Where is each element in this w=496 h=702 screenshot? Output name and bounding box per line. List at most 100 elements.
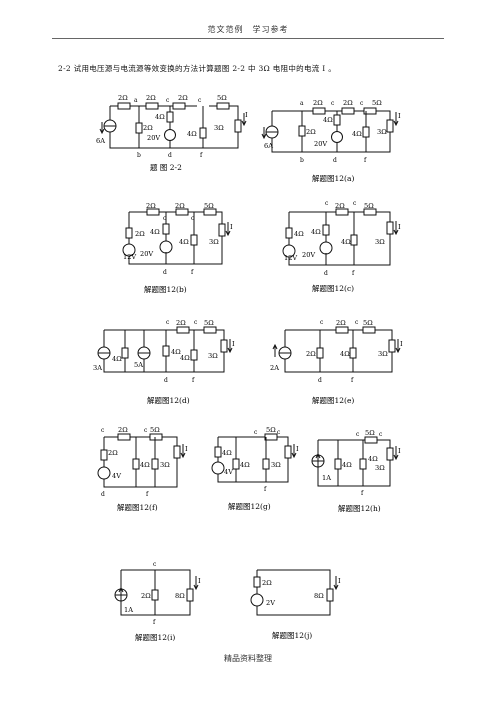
fig0-voltage-source [164,129,176,141]
fig3-node: d [324,270,328,277]
fig10-lbl: 8Ω [314,592,324,600]
fig10-lbl: 2Ω [262,579,272,587]
figure-solution-i: 2Ω 8Ω 1A I c f 解题图12(i) [114,561,201,642]
fig1-node: c [331,100,335,107]
fig3-lbl: 5Ω [364,202,374,210]
fig4-node: c [194,319,198,326]
fig2-node: d [163,269,167,276]
fig0-lbl: 2Ω [146,94,156,102]
fig6-lbl: I [185,445,188,453]
fig0-resistor-4 [216,102,230,110]
fig9-resistor-1 [151,589,159,601]
fig3-voltage-source-1 [282,244,296,258]
fig6-node: c [101,427,105,434]
fig5-lbl: 4Ω [340,350,350,358]
figure-solution-g: 5Ω 4Ω 4Ω 3Ω 4V I c c f 解题图12(g) [211,426,299,511]
fig0-lbl: 4Ω [155,113,165,121]
fig0-node: f [200,152,203,159]
fig0-lbl: 5Ω [217,94,227,102]
fig4-lbl: 4Ω [112,355,122,363]
fig8-lbl: 1A [322,474,331,482]
fig9-lbl: 2Ω [141,592,151,600]
fig7-node: c [277,429,281,436]
fig2-resistor-7 [218,223,226,237]
fig0-node: d [168,152,172,159]
fig4-node: c [166,319,170,326]
fig5-lbl: 2Ω [336,319,346,327]
fig0-resistor-3 [172,102,186,110]
page-header: 范文范例 学习参考 [207,25,289,34]
fig1-node: a [300,100,304,107]
fig0-resistor-8 [234,119,242,133]
fig2-lbl: 4Ω [150,228,160,236]
fig1-voltage-source [331,131,343,143]
figure-solution-f: 2Ω 5Ω 2Ω 4Ω 3Ω 4V I c c d f 解题图12(f) [97,426,188,512]
fig7-resistor-4 [262,458,270,470]
fig0-resistor-1 [117,102,131,110]
figure-problem-2-2: 2Ω 2Ω 2Ω 5Ω 4Ω 2Ω 4Ω 3Ω 20V 6A I a c c b… [96,94,248,172]
fig1-resistor-6 [362,126,370,138]
fig4-lbl: 4Ω [171,348,181,356]
fig7-resistor-1 [264,433,278,441]
fig8-lbl: 3Ω [375,464,385,472]
fig6-resistor-2 [149,433,163,441]
figure-solution-e: 2Ω 5Ω 2Ω 4Ω 3Ω 2A I c c d f 解题图12(e) [270,319,403,405]
fig7-node: c [254,429,258,436]
fig2-lbl: 20V [140,250,153,258]
fig2-lbl: 2Ω [175,202,185,210]
fig8-caption: 解题图12(h) [338,503,381,513]
fig3-node: f [352,270,355,277]
fig6-voltage-source [97,466,111,480]
fig3-lbl: 20V [302,251,315,259]
fig9-caption: 解题图12(i) [135,632,175,642]
fig3-lbl: 4Ω [311,228,321,236]
fig1-lbl: 4Ω [352,130,362,138]
fig2-lbl: 12V [123,253,136,261]
fig1-lbl: 2Ω [343,99,353,107]
fig10-lbl: I [338,577,341,585]
fig4-resistor-3 [121,347,129,359]
fig2-resistor-4 [125,227,133,239]
fig3-lbl: 3Ω [375,238,385,246]
fig2-node: c [191,215,195,222]
fig4-lbl: 3A [93,364,102,372]
fig0-caption: 题 图 2-2 [150,163,182,172]
fig6-lbl: 2Ω [118,426,128,434]
fig0-resistor-5 [166,111,174,123]
fig2-lbl: I [230,223,233,231]
fig1-node: f [364,157,367,164]
fig0-resistor-6 [135,122,143,134]
fig1-lbl: 3Ω [377,128,387,136]
fig8-resistor-1 [364,436,378,444]
fig5-node: d [318,377,322,384]
fig2-voltage-source-2 [159,240,173,254]
fig3-node: c [353,200,357,207]
fig9-resistor-2 [186,588,194,602]
header-divider [52,38,444,39]
fig0-lbl: 3Ω [214,124,224,132]
fig10-lbl: 2V [266,599,275,607]
fig5-lbl: 2Ω [306,350,316,358]
fig0-lbl: 20V [147,134,160,142]
fig2-resistor-1 [146,208,160,216]
fig7-lbl: 4V [224,468,233,476]
fig8-lbl: 4Ω [368,455,378,463]
fig5-node: c [320,319,324,326]
fig10-caption: 解题图12(j) [272,630,312,640]
fig5-resistor-2 [362,326,376,334]
fig1-node: b [300,157,304,164]
fig5-lbl: 5Ω [363,319,373,327]
fig2-resistor-3 [203,208,217,216]
fig8-resistor-2 [334,458,342,470]
fig0-node: a [134,97,138,104]
fig4-caption: 解题图12(d) [147,395,190,405]
fig1-resistor-4 [333,114,341,126]
figure-solution-j: 2Ω 8Ω 2V I 解题图12(j) [250,569,341,640]
fig0-lbl: 2Ω [118,94,128,102]
fig5-lbl: 2A [270,364,279,372]
fig3-lbl: I [398,223,401,231]
fig7-lbl: I [296,445,299,453]
fig2-lbl: 4Ω [179,238,189,246]
fig7-voltage-source [211,461,225,475]
